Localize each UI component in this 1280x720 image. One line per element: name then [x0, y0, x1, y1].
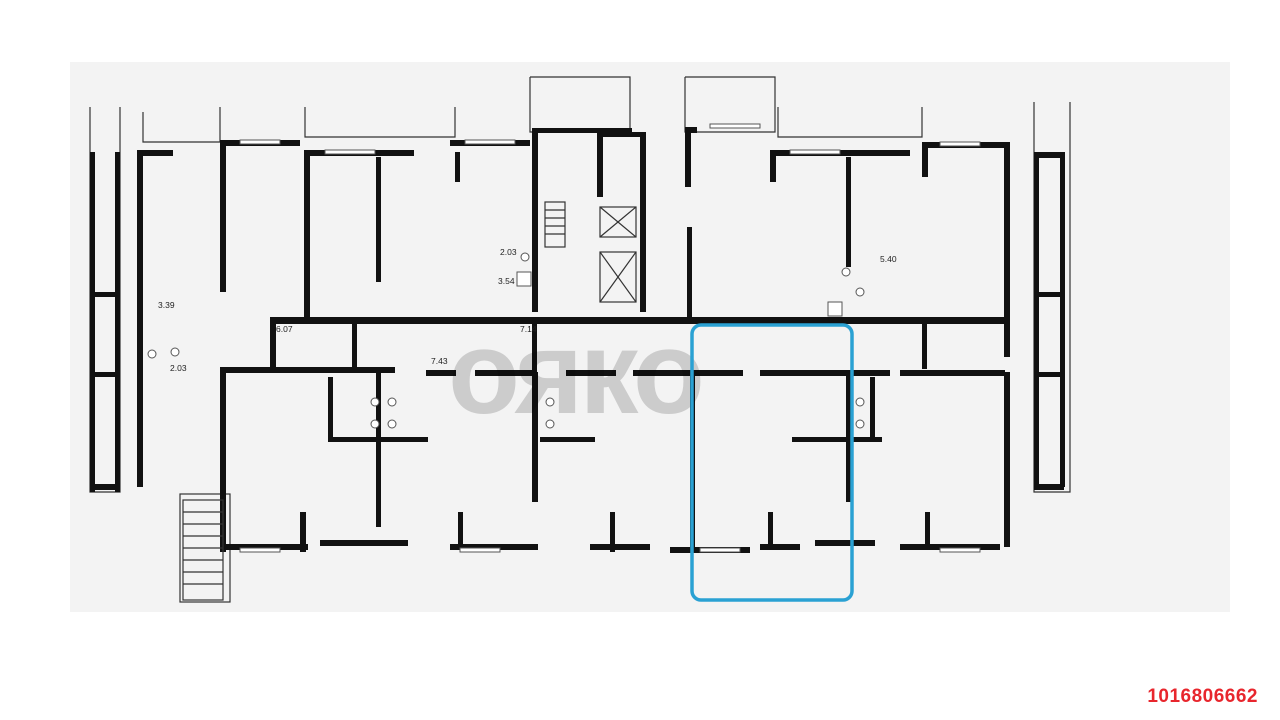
- floor-plan: 2.03 3.54 3.39 2.03 6.07 7.14 7.43 5.40 …: [89, 76, 1071, 603]
- windows: [239, 123, 981, 553]
- area-label: 2.03: [500, 247, 517, 257]
- area-label: 6.07: [276, 324, 293, 334]
- stairs: [182, 201, 566, 601]
- elevators: [599, 206, 692, 322]
- area-label: 3.39: [158, 300, 175, 310]
- area-label: 2.03: [170, 363, 187, 373]
- listing-id: 1016806662: [1147, 686, 1258, 707]
- area-label: 7.43: [431, 356, 448, 366]
- floor-plan-panel: 2.03 3.54 3.39 2.03 6.07 7.14 7.43 5.40 …: [70, 62, 1230, 612]
- area-labels: 2.03 3.54 3.39 2.03 6.07 7.14 7.43 5.40: [158, 247, 897, 373]
- area-label: 5.40: [880, 254, 897, 264]
- fixtures: [147, 252, 865, 429]
- area-label: 7.14: [520, 324, 537, 334]
- area-label: 3.54: [498, 276, 515, 286]
- watermark-text: ояко: [448, 307, 701, 439]
- highlighted-unit-outline: [690, 323, 854, 602]
